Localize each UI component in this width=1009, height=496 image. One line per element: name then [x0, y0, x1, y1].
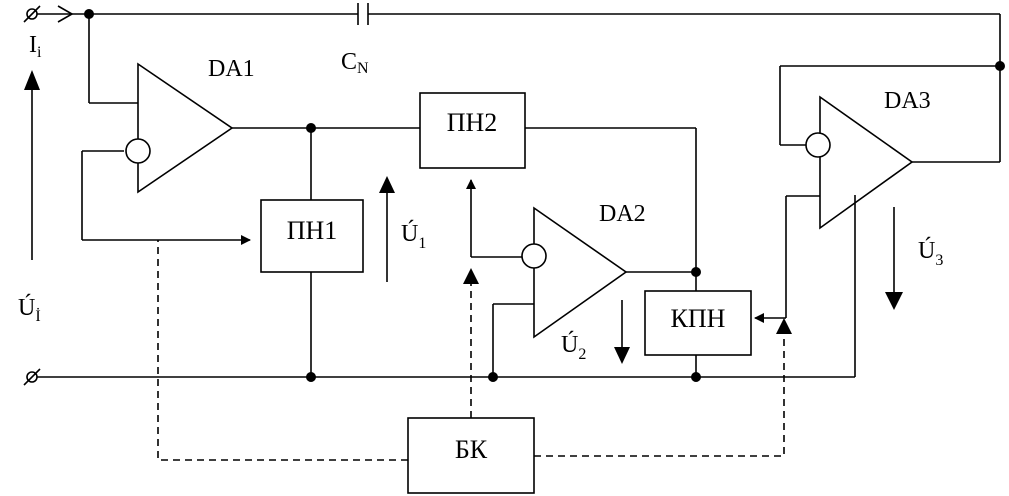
input-voltage-label: Úİ — [18, 294, 41, 325]
pn1-label: ПН1 — [287, 216, 338, 245]
da2-inverting-input-icon — [521, 243, 547, 269]
current-label: Ii — [29, 32, 42, 61]
u3-label: Ú3 — [918, 237, 943, 269]
da1-label: DA1 — [208, 56, 255, 82]
u2-label: Ú2 — [561, 331, 586, 363]
pn2-label: ПН2 — [447, 108, 498, 137]
da1-amplifier — [137, 62, 234, 194]
control-line-pn1 — [157, 240, 408, 461]
da3-amplifier — [819, 95, 914, 230]
pn1-block — [260, 199, 364, 273]
da3-inverting-input-icon — [805, 132, 831, 158]
da3-label: DA3 — [884, 88, 931, 114]
kpn-label: КПН — [671, 304, 726, 333]
capacitor-label: CN — [341, 49, 369, 77]
bk-label: БК — [455, 435, 488, 464]
pn2-block — [419, 92, 526, 169]
da2-label: DA2 — [599, 201, 646, 227]
bk-block — [407, 417, 535, 494]
da2-amplifier — [533, 206, 628, 339]
u1-label: Ú1 — [401, 220, 426, 252]
kpn-block — [644, 290, 752, 356]
da1-inverting-input-icon — [125, 138, 151, 164]
